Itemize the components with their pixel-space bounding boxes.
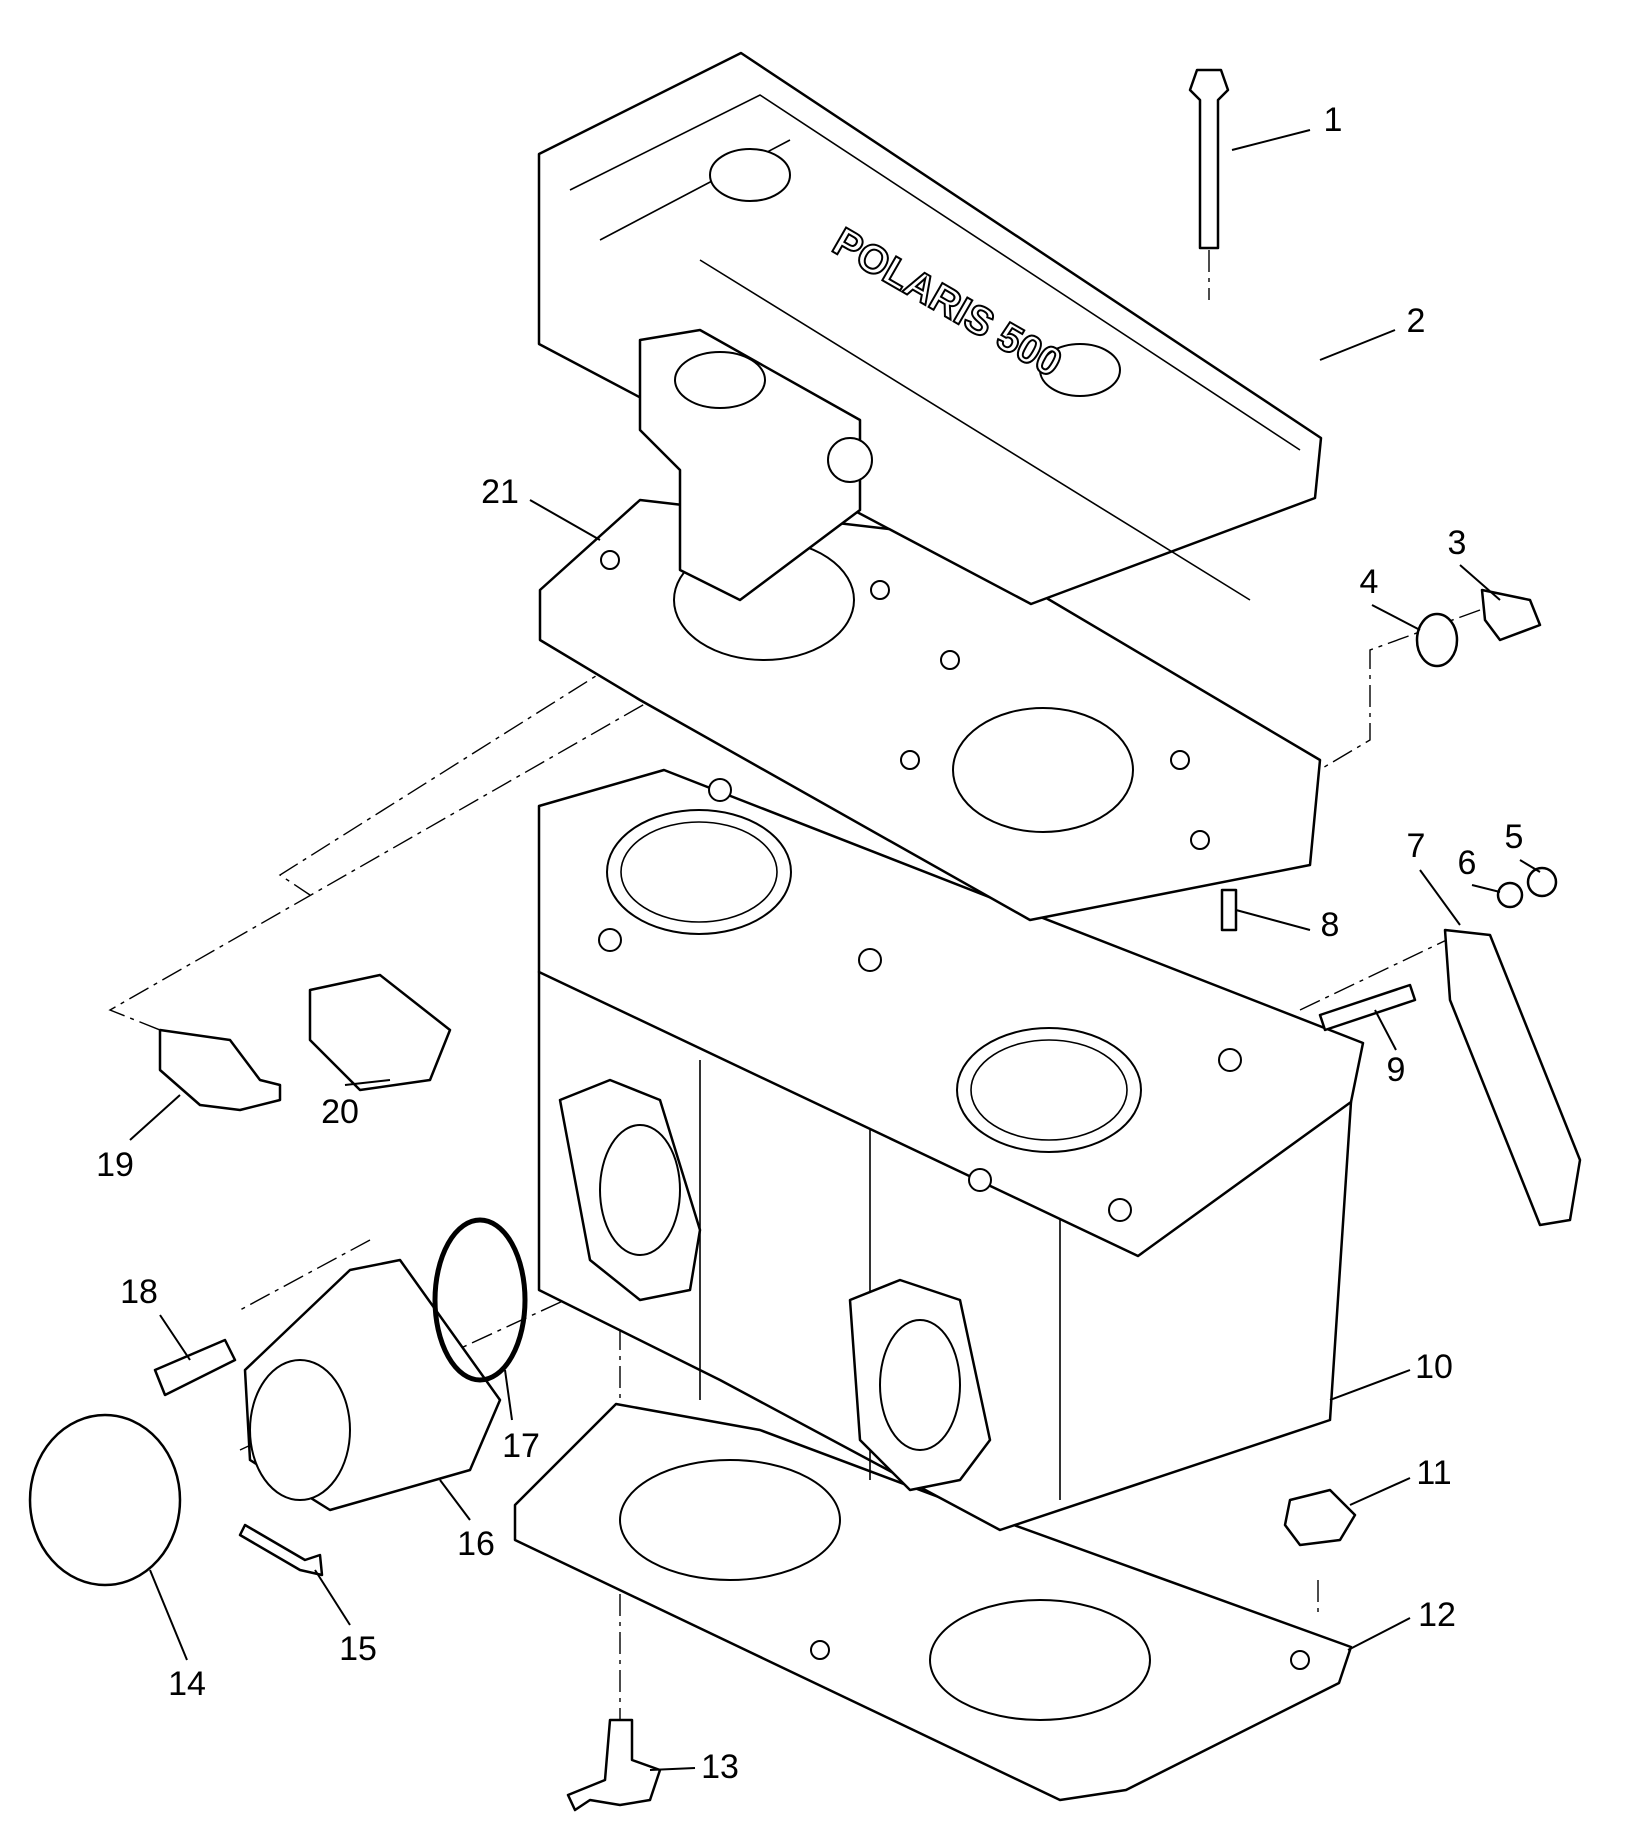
callout-4: 4 <box>1360 563 1379 601</box>
callout-2: 2 <box>1407 302 1426 340</box>
callout-10: 10 <box>1415 1348 1453 1386</box>
washer-4 <box>1415 612 1459 668</box>
fitting-20 <box>308 973 452 1092</box>
bolt-1 <box>1188 68 1230 250</box>
leader-lines <box>129 129 1541 1771</box>
fitting-13 <box>566 1718 662 1812</box>
callout-12: 12 <box>1418 1596 1456 1634</box>
bolt-3 <box>1480 588 1542 642</box>
o-ring-17 <box>432 1217 528 1383</box>
callout-20: 20 <box>321 1093 359 1131</box>
callout-3: 3 <box>1448 524 1467 562</box>
callout-19: 19 <box>96 1146 134 1184</box>
small-parts <box>28 68 1582 1812</box>
callout-15: 15 <box>339 1630 377 1668</box>
callout-11: 11 <box>1416 1454 1451 1492</box>
callout-5: 5 <box>1505 818 1524 856</box>
callout-7: 7 <box>1407 827 1426 865</box>
callout-13: 13 <box>701 1748 739 1786</box>
cylinder-block <box>537 768 1365 1532</box>
callout-17: 17 <box>502 1427 540 1465</box>
callout-18: 18 <box>120 1273 158 1311</box>
bolt-18 <box>153 1338 237 1397</box>
nut-5 <box>1526 866 1558 898</box>
callout-9: 9 <box>1387 1051 1406 1089</box>
callout-16: 16 <box>457 1525 495 1563</box>
screw-15 <box>238 1523 324 1577</box>
callout-14: 14 <box>168 1665 206 1703</box>
base-gasket <box>513 1402 1353 1802</box>
washer-6 <box>1496 881 1524 909</box>
pin-8 <box>1220 888 1238 932</box>
callout-6: 6 <box>1458 844 1477 882</box>
callout-labels: 1 2 3 4 5 6 7 8 9 10 11 12 13 14 15 16 1… <box>96 101 1523 1786</box>
cylinder-head: POLARIS 500 <box>537 51 1323 606</box>
callout-21: 21 <box>481 473 519 511</box>
clamp-14 <box>28 1413 182 1587</box>
callout-1: 1 <box>1324 101 1343 139</box>
sensor-19 <box>158 1028 282 1112</box>
stud-9 <box>1318 983 1417 1032</box>
nut-11 <box>1283 1488 1357 1547</box>
callout-8: 8 <box>1321 906 1340 944</box>
gasket-7 <box>1443 928 1582 1227</box>
